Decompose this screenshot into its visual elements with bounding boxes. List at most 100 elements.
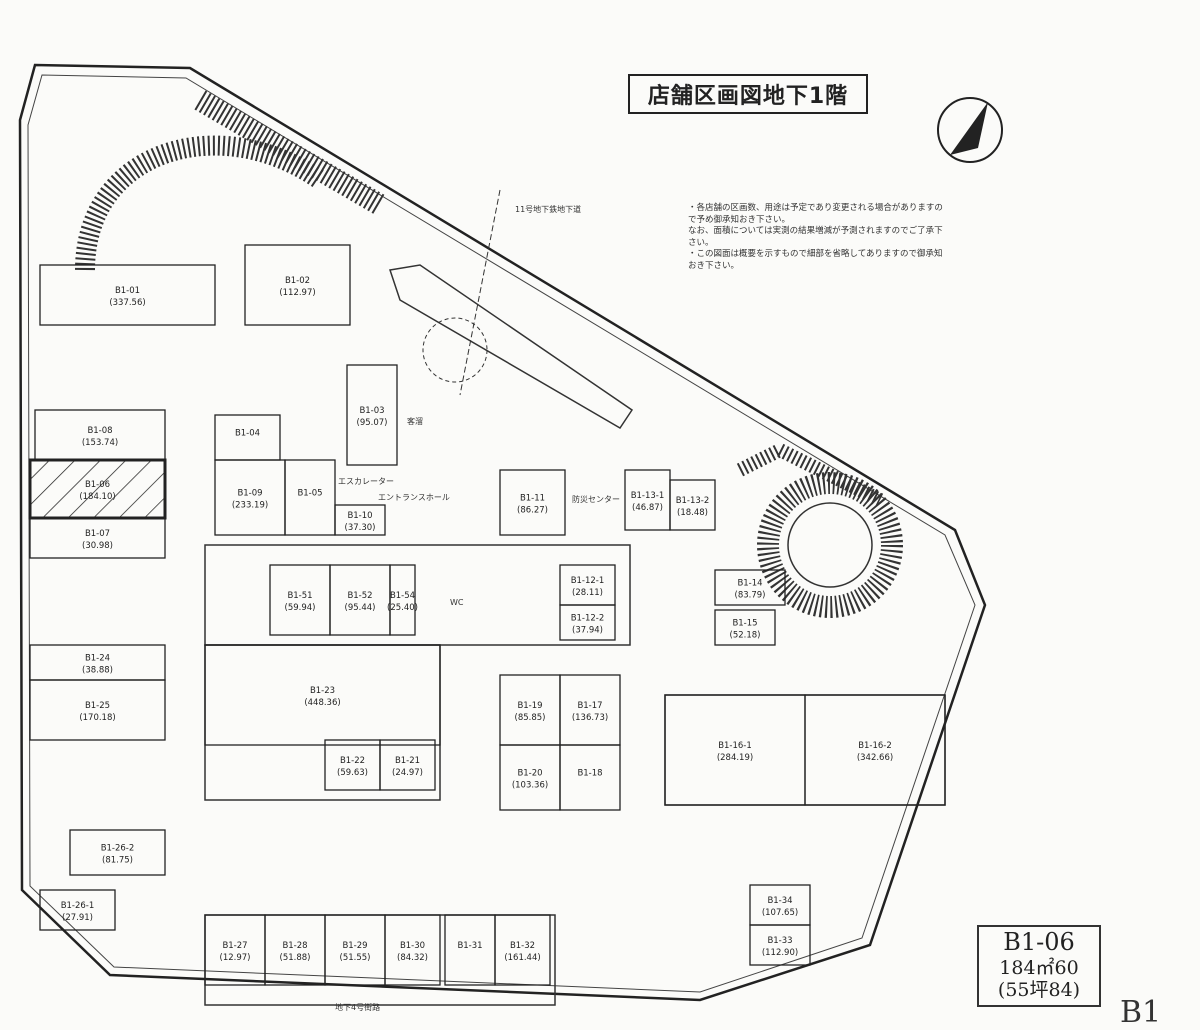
unit-id-label: B1-09: [237, 489, 262, 499]
unit-id-label: B1-04: [235, 429, 260, 439]
unit-area-label: (38.88): [82, 666, 113, 676]
unit-id-label: B1-19: [517, 701, 542, 711]
unit-area-label: (51.88): [280, 953, 311, 963]
disaster-center-label: 防災センター: [572, 494, 620, 504]
wc-label: WC: [450, 598, 464, 607]
selected-unit-area-sqm: 184㎡60: [999, 957, 1079, 979]
street-label: 地下4号街路: [335, 1002, 380, 1012]
unit-area-label: (342.66): [857, 753, 893, 763]
subway-passage: [389, 264, 634, 430]
selected-unit-area-tsubo: (55坪84): [997, 979, 1081, 1001]
unit-id-label: B1-12-1: [571, 576, 605, 586]
unit-id-label: B1-17: [577, 701, 602, 711]
unit-id-label: B1-22: [340, 756, 365, 766]
unit-area-label: (59.63): [337, 768, 368, 778]
unit-area-label: (85.85): [515, 713, 546, 723]
unit-b1-15[interactable]: [714, 609, 776, 646]
unit-id-label: B1-20: [517, 769, 542, 779]
unit-id-label: B1-26-1: [61, 901, 95, 911]
unit-b1-03[interactable]: [346, 364, 398, 466]
unit-area-label: (112.97): [279, 288, 315, 298]
unit-b1-23[interactable]: [204, 644, 441, 746]
unit-b1-33[interactable]: [749, 924, 811, 966]
unit-b1-01[interactable]: [39, 264, 216, 326]
unit-id-label: B1-12-2: [571, 614, 605, 624]
unit-id-label: B1-07: [85, 529, 110, 539]
unit-area-label: (337.56): [109, 298, 145, 308]
unit-area-label: (86.27): [517, 506, 548, 516]
unit-area-label: (112.90): [762, 948, 798, 958]
unit-area-label: (448.36): [304, 698, 340, 708]
unit-area-label: (12.97): [220, 953, 251, 963]
floor-label: B1: [1120, 995, 1162, 1030]
unit-id-label: B1-31: [457, 941, 482, 951]
unit-area-label: (46.87): [632, 503, 663, 513]
unit-b1-11[interactable]: [499, 469, 566, 536]
unit-id-label: B1-34: [767, 896, 792, 906]
unit-b1-10[interactable]: [334, 504, 386, 536]
unit-b1-02[interactable]: [244, 244, 351, 326]
unit-id-label: B1-52: [347, 591, 372, 601]
unit-b1-16-2[interactable]: [804, 694, 946, 806]
unit-area-label: (107.65): [762, 908, 798, 918]
building-outline: [18, 63, 987, 1002]
unit-b1-26-1[interactable]: [39, 889, 116, 931]
notes: ・各店舗の区画数、用途は予定であり変更される場合がありますので予め御承知おき下さ…: [688, 203, 950, 272]
unit-id-label: B1-05: [297, 489, 322, 499]
unit-b1-54[interactable]: [389, 564, 416, 636]
unit-area-label: (37.30): [345, 523, 376, 533]
unit-b1-18[interactable]: [559, 744, 621, 811]
unit-area-label: (37.94): [572, 626, 603, 636]
unit-id-label: B1-26-2: [101, 844, 135, 854]
unit-area-label: (18.48): [677, 508, 708, 518]
unit-b1-12-2[interactable]: [559, 604, 616, 641]
unit-area-label: (136.73): [572, 713, 608, 723]
unit-area-label: (28.11): [572, 588, 603, 598]
unit-id-label: B1-10: [347, 511, 372, 521]
unit-area-label: (233.19): [232, 501, 268, 511]
unit-area-label: (103.36): [512, 781, 548, 791]
unit-b1-32[interactable]: [494, 914, 551, 986]
entrance-hall-label: エントランスホール: [378, 493, 450, 502]
unit-area-label: (184.10): [79, 492, 115, 502]
unit-area-label: (284.19): [717, 753, 753, 763]
unit-id-label: B1-06: [85, 480, 110, 490]
unit-id-label: B1-51: [287, 591, 312, 601]
unit-b1-14[interactable]: [714, 569, 786, 606]
unit-id-label: B1-16-2: [858, 741, 892, 751]
unit-b1-07[interactable]: [29, 517, 166, 559]
unit-area-label: (51.55): [340, 953, 371, 963]
subway-label: 11号地下鉄地下道: [515, 204, 581, 214]
unit-b1-26-2[interactable]: [69, 829, 166, 876]
unit-id-label: B1-11: [520, 494, 545, 504]
unit-b1-21[interactable]: [379, 739, 436, 791]
unit-id-label: B1-14: [737, 579, 762, 589]
unit-id-label: B1-25: [85, 701, 110, 711]
unit-id-label: B1-54: [390, 591, 415, 601]
unit-id-label: B1-21: [395, 756, 420, 766]
unit-id-label: B1-08: [87, 426, 112, 436]
unit-id-label: B1-23: [310, 686, 335, 696]
unit-id-label: B1-13-1: [631, 491, 665, 501]
note-3: ・この図面は概要を示すもので細部を省略してありますので御承知おき下さい。: [688, 249, 943, 271]
unit-area-label: (95.07): [357, 418, 388, 428]
unit-area-label: (27.91): [62, 913, 93, 923]
unit-area-label: (30.98): [82, 541, 113, 551]
unit-id-label: B1-32: [510, 941, 535, 951]
waiting-area-label: 客溜: [407, 416, 423, 426]
unit-area-label: (83.79): [735, 591, 766, 601]
unit-b1-05[interactable]: [284, 459, 336, 536]
unit-area-label: (25.40): [387, 603, 418, 613]
north-arrow-icon: [937, 97, 1003, 163]
unit-b1-13-2[interactable]: [669, 479, 716, 531]
spiral-stair-east: [757, 472, 903, 618]
unit-id-label: B1-13-2: [676, 496, 710, 506]
unit-id-label: B1-03: [359, 406, 384, 416]
unit-area-label: (153.74): [82, 438, 118, 448]
selected-unit-id: B1-06: [1003, 928, 1075, 956]
unit-b1-25[interactable]: [29, 679, 166, 741]
selected-unit-box: B1-06 184㎡60 (55坪84): [977, 925, 1101, 1007]
unit-b1-30[interactable]: [384, 914, 441, 986]
page-title: 店舗区画図地下1階: [628, 74, 868, 114]
